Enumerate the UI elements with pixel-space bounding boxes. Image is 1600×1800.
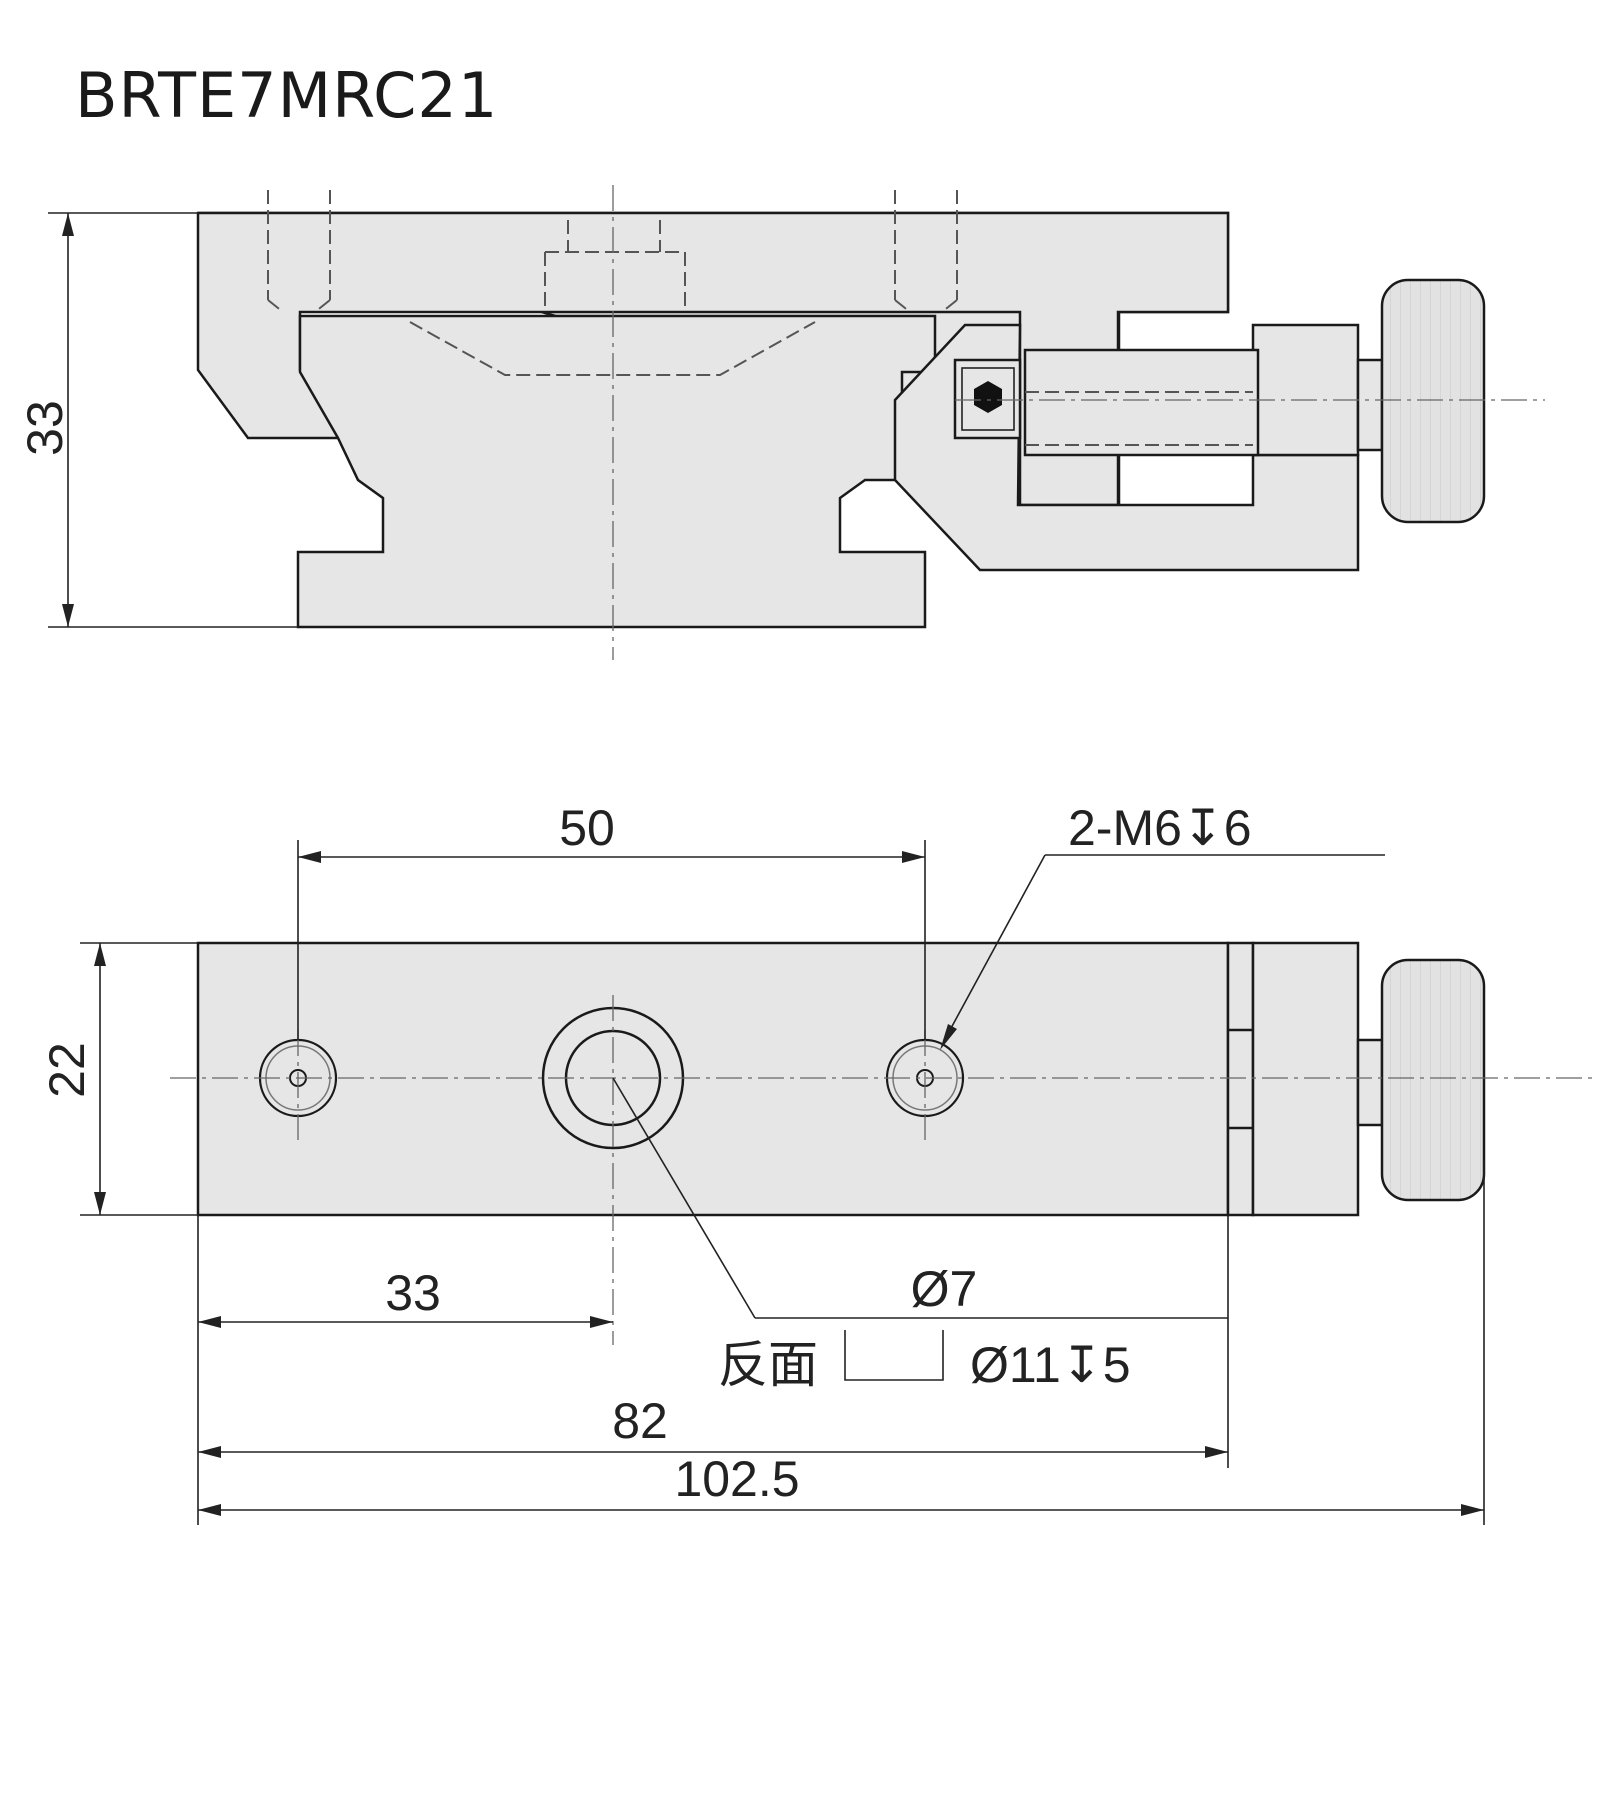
dim-arrow <box>198 1446 221 1458</box>
dim-arrow <box>94 1192 106 1215</box>
reverse-side-label: 反面 <box>718 1337 818 1393</box>
overall-length-dimension: 102.5 <box>674 1451 799 1507</box>
top-view: 50 2-M6↧6 22 33 Ø7 反面 Ø11↧5 82 <box>39 800 1595 1525</box>
screw-neck <box>1356 358 1384 452</box>
dim-arrow <box>590 1316 613 1328</box>
screw-housing <box>1251 323 1360 457</box>
dim-arrow <box>902 851 925 863</box>
tapped-hole-leader <box>949 854 1046 1031</box>
adjust-knob <box>1380 278 1486 524</box>
dim-arrow <box>62 604 74 627</box>
dim-arrow <box>198 1316 221 1328</box>
model-title: BRTE7MRC21 <box>75 59 498 132</box>
through-hole-leader <box>612 1077 756 1319</box>
counterbore-symbol <box>844 1330 944 1381</box>
top-adjust-knob <box>1380 958 1486 1202</box>
dim-arrow <box>298 851 321 863</box>
lever-end-block <box>1251 941 1360 1217</box>
hidden-center-hole <box>544 220 686 312</box>
dim-arrow <box>94 943 106 966</box>
ball-holder <box>953 358 1022 440</box>
clamp-body <box>196 211 1230 507</box>
slide-end-strip <box>1226 941 1255 1217</box>
counterbore-callout: Ø11↧5 <box>970 1337 1131 1393</box>
top-screw-neck <box>1356 1038 1384 1127</box>
dim-arrow <box>62 213 74 236</box>
ball-seat <box>961 367 1015 431</box>
height-dimension: 33 <box>17 400 73 456</box>
ball-icon <box>974 381 1002 413</box>
side-view: 33 <box>17 185 1545 660</box>
hole-spacing-dimension: 50 <box>559 800 615 856</box>
dim-arrow <box>198 1504 221 1516</box>
length-dimension: 82 <box>612 1393 668 1449</box>
dim-arrow <box>940 1024 957 1050</box>
center-offset-dimension: 33 <box>385 1265 441 1321</box>
dovetail-slide <box>296 314 937 629</box>
dim-arrow <box>1461 1504 1484 1516</box>
hidden-screw-thread <box>1025 391 1253 446</box>
screw-barrel <box>1023 348 1260 457</box>
width-dimension: 22 <box>39 1042 95 1098</box>
top-plate <box>196 941 1230 1217</box>
dim-arrow <box>1205 1446 1228 1458</box>
through-hole-callout: Ø7 <box>911 1261 978 1317</box>
tapped-hole-callout: 2-M6↧6 <box>1068 800 1252 856</box>
